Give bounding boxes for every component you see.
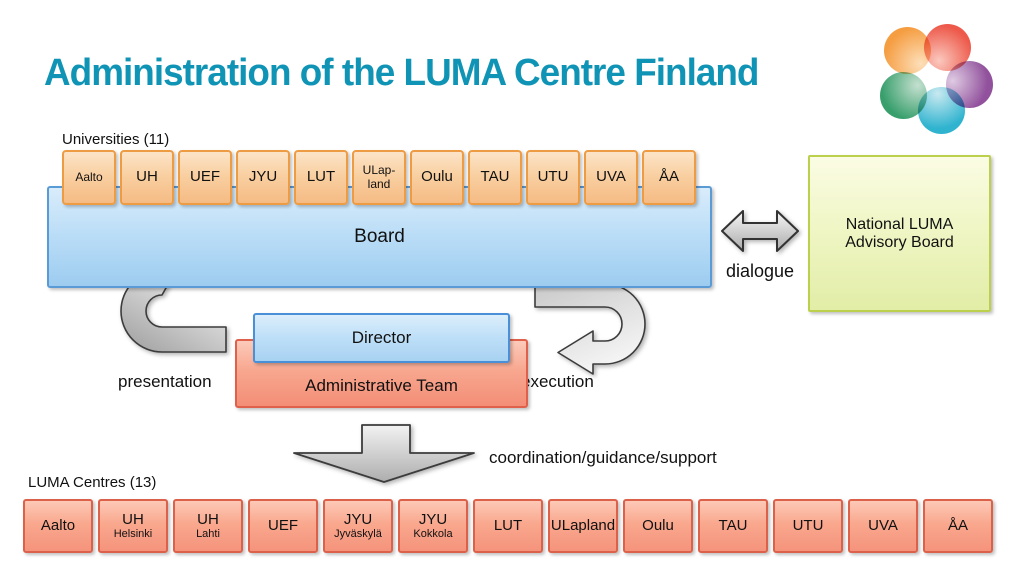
centre-sublabel: Helsinki xyxy=(113,528,153,541)
centre-label: ULapland xyxy=(550,516,616,534)
university-box-uva: UVA xyxy=(584,150,638,205)
centre-box-ulapland: ULapland xyxy=(548,499,618,553)
centre-box-uh-lahti: UH Lahti xyxy=(173,499,243,553)
centre-label: Aalto xyxy=(40,516,76,534)
centre-box-jyu-kokkola: JYU Kokkola xyxy=(398,499,468,553)
centre-sublabel: Kokkola xyxy=(413,528,453,541)
centre-label: JYU xyxy=(418,510,448,528)
centre-label: UH xyxy=(197,510,219,528)
university-box-uh: UH xyxy=(120,150,174,205)
centre-box-jyu-jyvaskyla: JYU Jyväskylä xyxy=(323,499,393,553)
director-box: Director xyxy=(253,313,510,363)
university-box-uef: UEF xyxy=(178,150,232,205)
centre-sublabel: Lahti xyxy=(196,528,220,541)
centre-box-uva: UVA xyxy=(848,499,918,553)
university-box-tau: TAU xyxy=(468,150,522,205)
logo-petal-orange-icon xyxy=(884,27,931,74)
dialogue-label: dialogue xyxy=(726,261,795,281)
centre-box-lut: LUT xyxy=(473,499,543,553)
university-box-ulapland: ULap- land xyxy=(352,150,406,205)
centre-box-uef: UEF xyxy=(248,499,318,553)
universities-section-label: Universities (11) xyxy=(62,131,170,148)
centre-label: UTU xyxy=(792,516,824,534)
dialogue-double-arrow-icon xyxy=(721,210,799,252)
university-box-aa: ÅA xyxy=(642,150,696,205)
centre-label: ÅA xyxy=(947,516,968,534)
centre-box-uh-helsinki: UH Helsinki xyxy=(98,499,168,553)
centre-box-oulu: Oulu xyxy=(623,499,693,553)
coordination-down-arrow-icon xyxy=(293,424,475,483)
university-box-oulu: Oulu xyxy=(410,150,464,205)
centre-box-tau: TAU xyxy=(698,499,768,553)
centre-sublabel: Jyväskylä xyxy=(334,528,382,541)
university-box-utu: UTU xyxy=(526,150,580,205)
advisory-board-box: National LUMA Advisory Board xyxy=(808,155,991,312)
centre-label: TAU xyxy=(718,516,748,534)
luma-logo-icon xyxy=(875,16,1001,142)
centre-label: LUT xyxy=(493,516,523,534)
centre-label: JYU xyxy=(343,510,373,528)
centres-section-label: LUMA Centres (13) xyxy=(28,474,157,491)
page-title: Administration of the LUMA Centre Finlan… xyxy=(44,52,759,94)
centre-label: UEF xyxy=(268,516,298,534)
presentation-label: presentation xyxy=(118,372,212,391)
centre-box-utu: UTU xyxy=(773,499,843,553)
centre-box-aa: ÅA xyxy=(923,499,993,553)
university-box-aalto: Aalto xyxy=(62,150,116,205)
university-box-jyu: JYU xyxy=(236,150,290,205)
centres-row: Aalto UH Helsinki UH Lahti UEF JYU Jyväs… xyxy=(23,499,993,553)
execution-curved-arrow-icon xyxy=(534,283,646,375)
centre-label: UH xyxy=(122,510,144,528)
coordination-label: coordination/guidance/support xyxy=(489,448,717,467)
execution-label: execution xyxy=(521,372,594,391)
centre-label: Oulu xyxy=(642,516,674,534)
university-box-lut: LUT xyxy=(294,150,348,205)
centre-box-aalto: Aalto xyxy=(23,499,93,553)
centre-label: UVA xyxy=(868,516,898,534)
logo-petal-green-icon xyxy=(880,72,927,119)
universities-row: Aalto UH UEF JYU LUT ULap- land Oulu TAU… xyxy=(62,150,696,205)
